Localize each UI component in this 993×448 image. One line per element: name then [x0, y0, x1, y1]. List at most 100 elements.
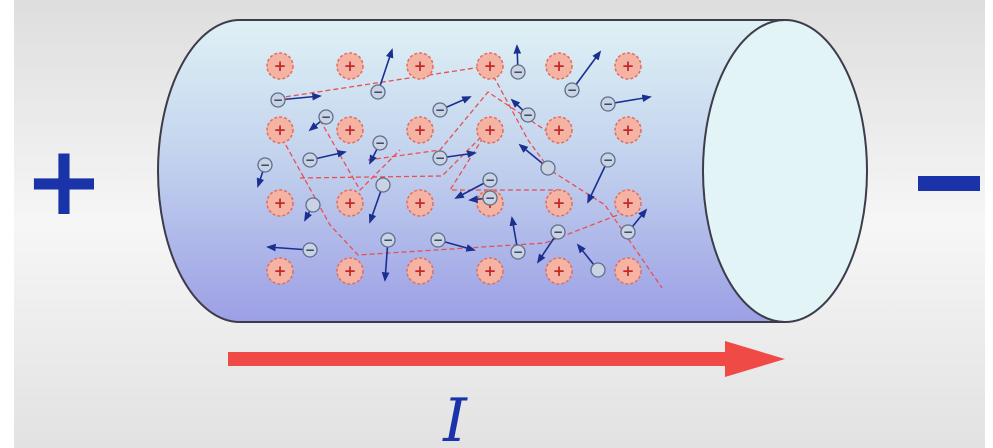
svg-text:+: +: [553, 194, 566, 212]
electron-8: −: [302, 149, 347, 168]
svg-text:−: −: [273, 93, 283, 107]
svg-text:−: −: [260, 158, 270, 172]
ion-3-5: +: [545, 189, 573, 217]
ion-4-2: +: [336, 257, 364, 285]
current-arrow: [228, 341, 785, 377]
electron-path-2: [281, 137, 637, 256]
svg-text:+: +: [622, 57, 635, 75]
velocity-arrow: [587, 159, 609, 204]
electron-18: [576, 243, 606, 278]
electron-path-4: [367, 91, 561, 161]
ion-1-6: +: [614, 52, 642, 80]
svg-text:−: −: [513, 245, 523, 259]
electron-2: −: [370, 48, 394, 100]
svg-text:−: −: [603, 97, 613, 111]
electron-9: −: [369, 135, 388, 165]
electron-path-3: [299, 129, 560, 191]
svg-text:+: +: [484, 121, 497, 139]
electron-19: −: [380, 232, 396, 282]
electron-15: [518, 143, 556, 176]
svg-text:+: +: [274, 121, 287, 139]
ion-4-5: +: [545, 257, 573, 285]
electron-6: −: [432, 96, 472, 118]
electron-16: [368, 177, 391, 224]
ion-3-6: +: [614, 189, 642, 217]
electron-17: [304, 197, 321, 222]
svg-text:−: −: [523, 108, 533, 122]
svg-text:−: −: [623, 225, 633, 239]
electron-23: −: [620, 208, 648, 240]
conductor-body: [157, 19, 786, 323]
electron-24: −: [266, 242, 318, 258]
electron-22: −: [536, 224, 566, 264]
ion-1-2: +: [336, 52, 364, 80]
electron-21: −: [509, 216, 526, 260]
svg-text:+: +: [484, 262, 497, 280]
svg-text:−: −: [321, 110, 331, 124]
svg-text:−: −: [375, 136, 385, 150]
electron-7: −: [308, 109, 334, 132]
ion-lattice: ++++++++++++++++++++++++: [266, 52, 642, 285]
electron-4: −: [564, 50, 602, 98]
ion-1-4: +: [476, 52, 504, 80]
ion-2-2: +: [336, 116, 364, 144]
svg-text:−: −: [435, 151, 445, 165]
positive-terminal-label: +: [24, 125, 104, 237]
svg-text:−: −: [305, 153, 315, 167]
electron-10: −: [256, 157, 273, 188]
svg-text:+: +: [622, 194, 635, 212]
svg-text:+: +: [274, 262, 287, 280]
svg-text:−: −: [485, 191, 495, 205]
svg-text:−: −: [553, 225, 563, 239]
svg-text:+: +: [274, 57, 287, 75]
ion-2-6: +: [614, 116, 642, 144]
ion-2-3: +: [406, 116, 434, 144]
free-electrons: − − − − − − − − − − − − − − − − − − − − −: [256, 44, 652, 282]
electron-20: −: [430, 232, 476, 252]
ion-3-3: +: [406, 189, 434, 217]
ion-4-4: +: [476, 257, 504, 285]
ion-2-1: +: [266, 116, 294, 144]
svg-text:+: +: [344, 57, 357, 75]
electron-path-layer: [277, 65, 663, 289]
ion-2-5: +: [545, 116, 573, 144]
ion-3-2: +: [336, 189, 364, 217]
svg-text:+: +: [622, 121, 635, 139]
current-symbol: I: [442, 386, 468, 448]
electron-14: −: [454, 172, 498, 199]
svg-text:+: +: [553, 121, 566, 139]
svg-text:−: −: [567, 83, 577, 97]
svg-text:+: +: [344, 121, 357, 139]
conductor-end-face: [702, 19, 868, 323]
svg-text:−: −: [383, 233, 393, 247]
electron-25: −: [468, 190, 498, 206]
electron-5: −: [600, 94, 652, 112]
svg-text:+: +: [344, 262, 357, 280]
negative-terminal-text: −: [0, 0, 1, 1]
ion-1-3: +: [406, 52, 434, 80]
svg-text:−: −: [433, 233, 443, 247]
svg-text:−: −: [435, 103, 445, 117]
electron-path-5: [319, 119, 401, 192]
electron-1: −: [270, 92, 322, 108]
svg-text:−: −: [513, 65, 523, 79]
svg-text:−: −: [485, 173, 495, 187]
svg-text:+: +: [622, 262, 635, 280]
svg-text:+: +: [414, 57, 427, 75]
electron-12: −: [510, 98, 536, 123]
svg-text:−: −: [305, 243, 315, 257]
electron-path-1: [277, 65, 663, 289]
svg-text:+: +: [414, 262, 427, 280]
svg-text:+: +: [274, 194, 287, 212]
velocity-arrow: [571, 50, 602, 91]
svg-text:+: +: [414, 194, 427, 212]
negative-terminal-label: [918, 176, 980, 191]
svg-text:−: −: [373, 85, 383, 99]
ion-4-3: +: [406, 257, 434, 285]
svg-text:+: +: [553, 57, 566, 75]
ion-4-1: +: [266, 257, 294, 285]
electron-11: −: [432, 150, 477, 166]
svg-text:−: −: [603, 153, 613, 167]
electron-3: −: [510, 44, 526, 80]
